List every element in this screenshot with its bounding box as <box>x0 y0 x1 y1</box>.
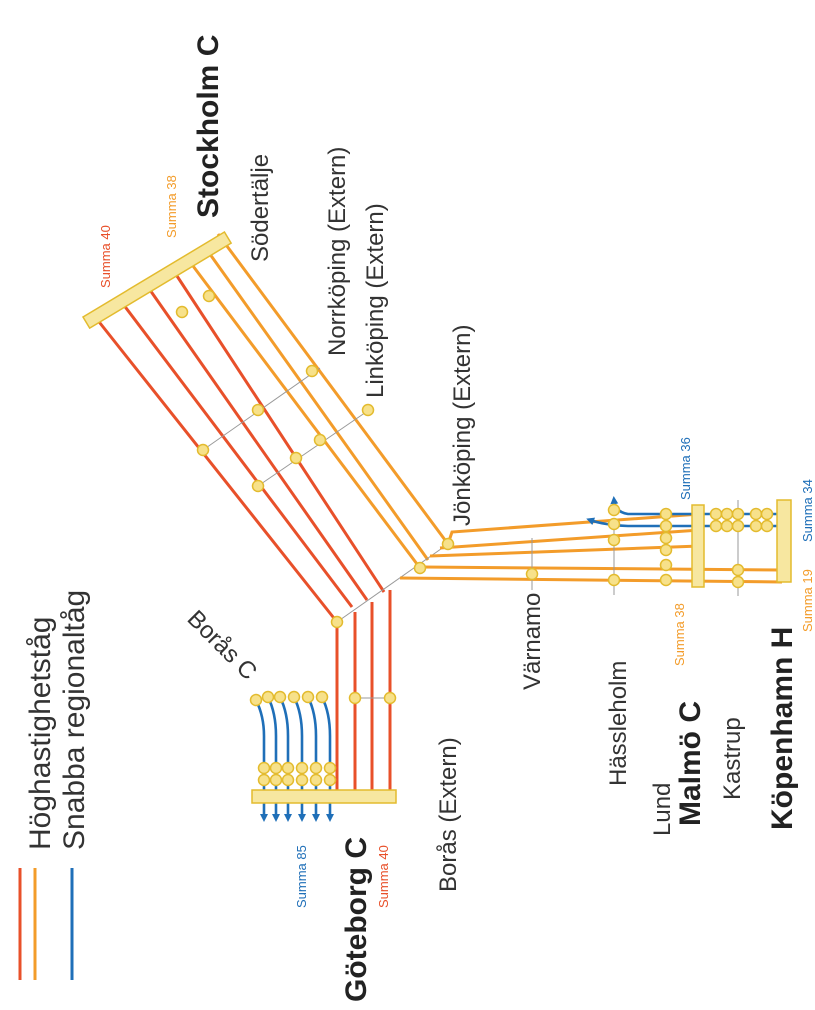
sum-label-goteborg-red: Summa 40 <box>376 845 391 908</box>
station-label-linkoping: Linköping (Extern) <box>362 203 389 398</box>
station-label-sodertalje: Södertälje <box>247 154 274 262</box>
legend-label-high-speed: Höghastighetståg <box>24 617 57 851</box>
sum-label-kopenhamn-blue: Summa 34 <box>800 479 815 542</box>
legend-label-regional: Snabba regionaltåg <box>58 590 91 850</box>
station-label-stockholm: Stockholm C <box>192 35 225 218</box>
sum-label-malmo-orange: Summa 38 <box>672 603 687 666</box>
station-label-goteborg: Göteborg C <box>340 837 373 1002</box>
legend-swatch-high-speed <box>18 868 37 980</box>
sum-label-malmo-blue: Summa 36 <box>678 437 693 500</box>
station-label-varnamo: Värnamo <box>519 593 546 690</box>
terminal-bars <box>81 230 792 804</box>
sum-label-stockholm-orange: Summa 38 <box>164 175 179 238</box>
sum-label-kopenhamn-orange: Summa 19 <box>800 569 815 632</box>
station-label-malmo: Malmö C <box>674 701 707 826</box>
sum-label-stockholm-red: Summa 40 <box>98 225 113 288</box>
malmo-terminal <box>691 504 705 588</box>
station-label-kopenhamn: Köpenhamn H <box>766 627 799 830</box>
sum-label-goteborg-blue: Summa 85 <box>294 845 309 908</box>
station-label-boras-c: Borås C <box>182 605 262 685</box>
station-label-kastrup: Kastrup <box>719 717 746 800</box>
station-nodes <box>175 289 774 787</box>
legend: Höghastighetståg Snabba regionaltåg <box>18 590 91 980</box>
goteborg-terminal <box>251 789 397 804</box>
station-label-lund: Lund <box>649 783 676 836</box>
stockholm-branch-lines <box>94 233 450 623</box>
kopenhamn-terminal <box>776 499 792 583</box>
station-label-hassleholm: Hässleholm <box>605 661 632 786</box>
stockholm-terminal <box>81 230 233 330</box>
station-label-boras-extern: Borås (Extern) <box>435 737 462 892</box>
station-label-norrkoping: Norrköping (Extern) <box>324 147 351 356</box>
station-label-jonkoping: Jönköping (Extern) <box>449 325 476 526</box>
goteborg-lines <box>335 590 392 796</box>
